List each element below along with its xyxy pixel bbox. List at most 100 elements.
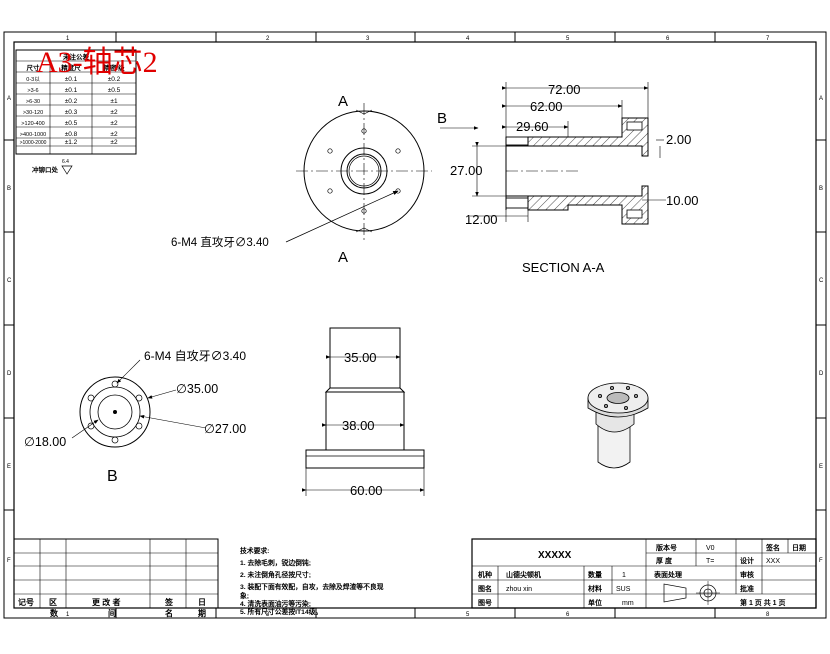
tol-r0-c0: 0-3以 (26, 77, 40, 83)
revision-block (13, 538, 219, 609)
tb-thickness-value: T= (706, 558, 714, 565)
zone-row-a: A (7, 96, 11, 102)
tb-sign-label: 签名 (765, 543, 780, 552)
tol-r2-c0: >6-30 (26, 99, 40, 105)
tol-header: 未注公差 (63, 52, 90, 61)
tb-material-label: 材料 (587, 584, 602, 593)
notes-heading: 技术要求: (240, 546, 269, 555)
rev-label2-2: 名 (165, 608, 173, 618)
zone-row-b-r: B (819, 186, 823, 192)
tol-r0-c2: ±0.2 (108, 76, 121, 83)
zone-row-a-r: A (819, 96, 823, 102)
viewb-label: B (107, 468, 118, 485)
rev-label2-0: 数 (50, 608, 59, 618)
tb-design-value: XXX (766, 558, 780, 565)
surface-value: 6.4 (62, 159, 69, 165)
notes-line-6: 5. 所有尺寸公差按IT14级。 (240, 607, 322, 616)
side-dim-35: 35.00 (344, 350, 377, 365)
tb-machine-value: 山德尖顿机 (506, 570, 541, 579)
rev-label2-1: 间 (108, 608, 116, 618)
tol-r6-c1: ±1.2 (65, 139, 78, 146)
tb-qty-label: 数量 (588, 570, 602, 579)
zone-col-6: 6 (666, 36, 670, 42)
tol-r2-c2: ±1 (110, 98, 118, 105)
tb-design-label: 设计 (740, 556, 754, 565)
zone-col-2: 2 (266, 36, 270, 42)
zone-col-8b: 8 (766, 612, 770, 618)
tol-r6-c0: >1000-2000 (20, 140, 47, 146)
dim-chamfer: 2.00 (666, 132, 691, 147)
tech-notes: 技术要求: 1. 去除毛刺，锐边倒钝; 2. 未注倒角孔径按尺寸; 3. 装配下… (240, 546, 384, 616)
zone-row-d: D (7, 371, 12, 377)
notes-line-4: 象; (240, 591, 249, 600)
rev-label-2: 更 改 者 (92, 597, 120, 607)
tol-r5-c0: >400-1000 (20, 132, 46, 138)
dim-27: 27.00 (450, 163, 483, 178)
rev-label-0: 记号 (18, 597, 34, 607)
dim-12: 12.00 (465, 212, 498, 227)
zone-col-4: 4 (466, 36, 470, 42)
side-view (301, 327, 425, 496)
tb-machine-label: 机种 (478, 570, 492, 579)
notes-line-5: 4. 清洗表面油污等污染; (240, 599, 311, 608)
tb-check-label: 审核 (740, 570, 754, 579)
notes-line-3: 3. 装配下面有效配，自攻，去除及焊渣等不良现 (240, 582, 384, 591)
zone-col-7: 7 (766, 36, 770, 42)
surface-label: 冲铆口处 (32, 165, 59, 174)
tol-r5-c1: ±0.8 (65, 131, 78, 138)
tb-page-text: 第 1 页 共 1 页 (740, 598, 786, 607)
tol-r3-c0: >30-120 (23, 110, 43, 116)
tb-surface-label: 表面处理 (653, 570, 682, 579)
tb-approve-label: 批准 (740, 584, 754, 593)
tol-r4-c1: ±0.5 (65, 120, 78, 127)
tol-r1-c2: ±0.5 (108, 87, 121, 94)
tb-thickness-label: 厚 度 (656, 556, 673, 565)
tb-drawing-title: XXXXX (538, 550, 572, 561)
dim-72: 72.00 (548, 82, 581, 97)
tol-r3-c1: ±0.3 (65, 109, 78, 116)
rev-label2-3: 期 (198, 608, 206, 618)
tol-r0-c1: ±0.1 (65, 76, 78, 83)
tol-r5-c2: ±2 (110, 131, 118, 138)
zone-row-e: E (7, 464, 11, 470)
zone-col-1: 1 (66, 36, 70, 42)
notes-line-1: 1. 去除毛刺，锐边倒钝; (240, 558, 311, 567)
zone-col-3b: 3 (266, 612, 270, 618)
tolerance-table: 未注公差 尺寸 精度尺 精密/级 0-3以 ±0.1 ±0.2 >3-6 ±0.… (15, 49, 137, 175)
outer-border (3, 31, 827, 619)
section-view (440, 82, 666, 225)
revision-labels: 记号 区 更 改 者 签 日 数 间 名 期 (18, 597, 206, 618)
tb-qty-value: 1 (622, 572, 626, 579)
dim-29: 29.60 (516, 119, 549, 134)
rev-label-4: 日 (198, 598, 206, 607)
side-dim-38: 38.00 (342, 418, 375, 433)
zone-row-c: C (7, 278, 12, 284)
rev-label-3: 签 (164, 597, 174, 607)
view-b (71, 359, 207, 448)
dim-flange: 10.00 (666, 193, 699, 208)
viewb-dia-35: ∅35.00 (176, 382, 218, 396)
tol-col-range: 尺寸 (27, 63, 41, 72)
tb-version-label: 版本号 (656, 543, 677, 552)
tol-r1-c0: >3-6 (27, 88, 38, 94)
zone-row-d-r: D (819, 371, 824, 377)
rev-label-1: 区 (49, 598, 57, 607)
zone-row-f-r: F (819, 558, 823, 564)
iso-view (587, 382, 649, 469)
notes-line-2: 2. 未注倒角孔径按尺寸; (240, 570, 311, 579)
zone-col-1b: 1 (66, 612, 70, 618)
section-mark-bottom: A (338, 249, 348, 266)
section-arrow-label: B (437, 110, 447, 127)
section-title: SECTION A-A (522, 260, 605, 275)
tol-r2-c1: ±0.2 (65, 98, 78, 105)
tol-r6-c2: ±2 (110, 139, 118, 146)
tb-unit-label: 单位 (588, 598, 602, 607)
dim-62: 62.00 (530, 99, 563, 114)
zone-ticks (4, 32, 826, 618)
tb-date-label: 日期 (792, 543, 806, 552)
zone-row-b: B (7, 186, 11, 192)
tb-name-value: zhou xin (506, 586, 532, 593)
zone-row-e-r: E (819, 464, 823, 470)
tol-col-wide: 精度尺 (61, 63, 81, 72)
